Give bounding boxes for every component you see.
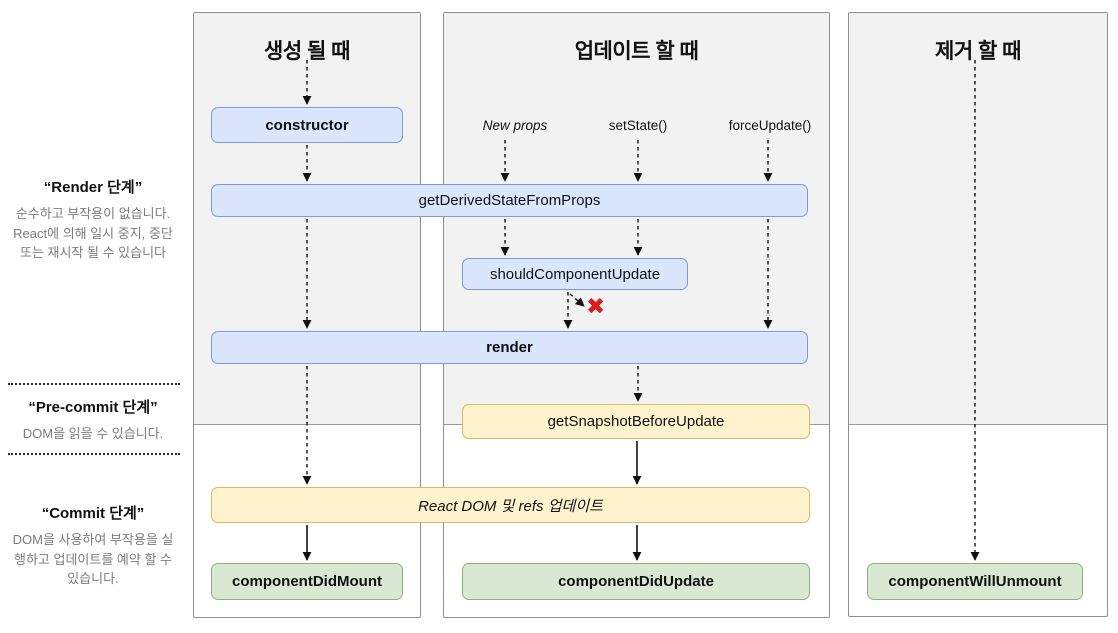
render-phase-title: “Render 단계”	[43, 179, 143, 196]
should-component-update-node: shouldComponentUpdate	[462, 258, 688, 290]
commit-phase-title: “Commit 단계”	[41, 505, 145, 522]
updating-column-title: 업데이트 할 때	[574, 40, 699, 63]
phase-divider-top	[8, 383, 180, 385]
render-phase-label: “Render 단계” 순수하고 부작용이 없습니다. React에 의해 일시…	[0, 176, 186, 263]
new-props-label: New props	[482, 118, 548, 133]
unmounting-render-phase-background	[849, 13, 1107, 425]
set-state-label: setState()	[608, 118, 668, 133]
mounting-column-title: 생성 될 때	[264, 40, 350, 63]
pre-commit-phase-label: “Pre-commit 단계” DOM을 읽을 수 있습니다.	[0, 396, 186, 444]
phase-divider-bottom	[8, 453, 180, 455]
updating-column: 업데이트 할 때	[443, 12, 830, 618]
mounting-column: 생성 될 때	[193, 12, 421, 618]
get-snapshot-before-update-node: getSnapshotBeforeUpdate	[462, 404, 810, 439]
component-did-mount-node: componentDidMount	[211, 563, 403, 600]
false-x-icon: ✖	[586, 293, 606, 319]
constructor-node: constructor	[211, 107, 403, 143]
react-dom-update-node: React DOM 및 refs 업데이트	[211, 487, 810, 523]
render-node: render	[211, 331, 808, 364]
commit-phase-description: DOM을 사용하여 부작용을 실행하고 업데이트를 예약 할 수 있습니다.	[12, 532, 174, 586]
component-did-update-node: componentDidUpdate	[462, 563, 810, 600]
unmounting-column-title: 제거 할 때	[935, 40, 1021, 63]
pre-commit-phase-description: DOM을 읽을 수 있습니다.	[22, 426, 164, 441]
render-phase-description: 순수하고 부작용이 없습니다. React에 의해 일시 중지, 중단 또는 재…	[13, 206, 173, 260]
get-derived-state-from-props-node: getDerivedStateFromProps	[211, 184, 808, 217]
pre-commit-phase-title: “Pre-commit 단계”	[28, 399, 158, 416]
commit-phase-label: “Commit 단계” DOM을 사용하여 부작용을 실행하고 업데이트를 예약…	[0, 502, 186, 589]
component-will-unmount-node: componentWillUnmount	[867, 563, 1083, 600]
unmounting-column: 제거 할 때	[848, 12, 1108, 617]
force-update-label: forceUpdate()	[728, 118, 812, 133]
